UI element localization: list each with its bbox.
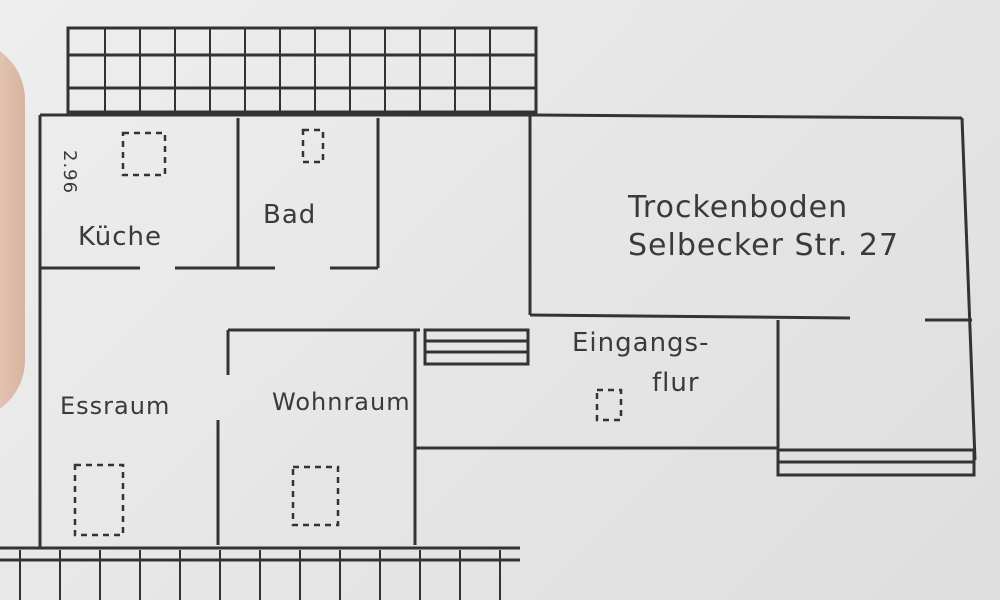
room-label-eingangsflur: Eingangs- — [572, 328, 710, 358]
window-wohnraum — [291, 465, 340, 527]
window-bad — [301, 128, 325, 164]
room-label-flur: flur — [652, 368, 700, 398]
room-label-bad: Bad — [263, 200, 317, 230]
dimension-label: 2.96 — [59, 150, 80, 195]
room-label-kueche: Küche — [78, 222, 163, 252]
room-label-essraum: Essraum — [60, 392, 171, 420]
finger-photo-artifact — [0, 40, 25, 420]
address-label: Selbecker Str. 27 — [628, 228, 900, 263]
window-kueche — [121, 131, 167, 177]
window-eingangsflur — [595, 388, 623, 422]
room-label-trockenboden: Trockenboden — [628, 190, 849, 225]
balcony-top — [66, 26, 538, 114]
room-label-wohnraum: Wohnraum — [272, 388, 411, 416]
window-essraum — [73, 463, 125, 537]
